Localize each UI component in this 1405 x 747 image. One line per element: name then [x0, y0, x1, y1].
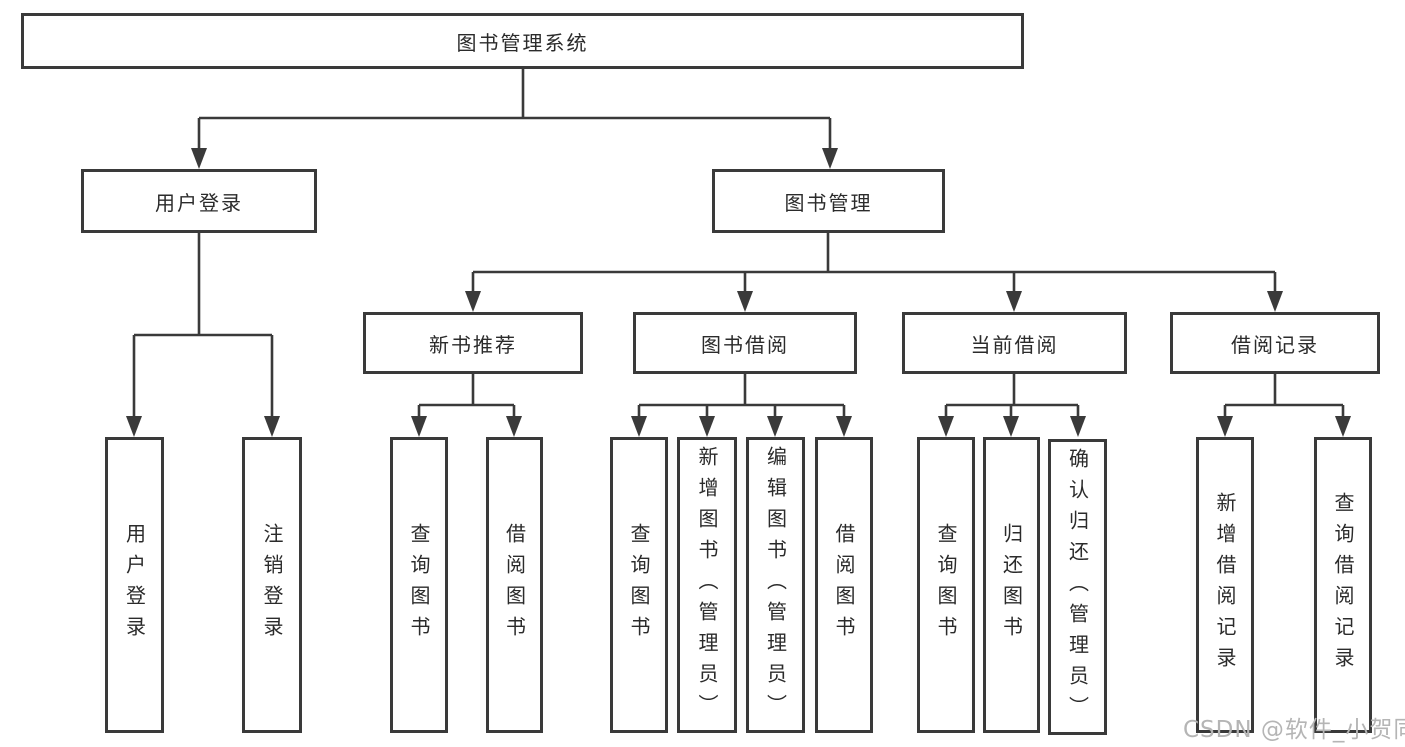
arrow-down-head: [822, 148, 838, 169]
node-book-borrow: 图书借阅: [633, 312, 857, 374]
node-library-management-system: 图书管理系统: [21, 13, 1024, 69]
line: [944, 374, 1080, 418]
leaf-return-book: 归还图书: [983, 437, 1040, 733]
node-label: 查询借阅记录: [1331, 492, 1355, 678]
arrow-down-head: [767, 416, 783, 437]
line: [637, 374, 846, 418]
node-label: 用户登录: [155, 190, 243, 215]
node-label: 借阅图书: [832, 523, 856, 647]
leaf-query-book: 查询图书: [390, 437, 448, 733]
connector-root-to-level2: [191, 69, 838, 169]
node-label: 借阅记录: [1231, 332, 1319, 357]
arrow-down-head: [699, 416, 715, 437]
leaf-query-borrow-record: 查询借阅记录: [1314, 437, 1372, 733]
leaf-user-login: 用户登录: [105, 437, 164, 733]
leaf-confirm-return-admin: 确认归还（管理员）: [1048, 439, 1107, 735]
node-label: 确认归还（管理员）: [1065, 447, 1090, 727]
node-label: 图书管理系统: [456, 30, 589, 55]
connector-book-mgmt-to-level3: [465, 233, 1283, 312]
node-label: 注销登录: [260, 523, 284, 647]
arrow-down-head: [465, 291, 481, 312]
arrow-down-head: [938, 416, 954, 437]
connector-current-borrow-to-leaves: [938, 374, 1086, 437]
node-label: 借阅图书: [502, 523, 527, 647]
arrow-down-head: [1003, 416, 1019, 437]
node-label: 查询图书: [627, 523, 651, 647]
node-label: 当前借阅: [970, 332, 1059, 357]
connector-user-login-to-leaves: [126, 233, 280, 437]
arrow-down-head: [191, 148, 207, 169]
leaf-borrow-book: 借阅图书: [486, 437, 543, 733]
node-label: 图书管理: [784, 190, 873, 215]
leaf-borrow-book: 借阅图书: [815, 437, 873, 733]
arrow-down-head: [1267, 291, 1283, 312]
node-label: 新增图书（管理员）: [695, 445, 719, 725]
csdn-watermark: CSDN @软件_小贺同学: [1183, 717, 1405, 743]
node-label: 查询图书: [934, 523, 958, 647]
arrow-down-head: [737, 291, 753, 312]
leaf-add-book-admin: 新增图书（管理员）: [677, 437, 737, 733]
arrow-down-head: [411, 416, 427, 437]
line: [197, 69, 832, 150]
arrow-down-head: [1006, 291, 1022, 312]
line: [417, 374, 516, 418]
node-label: 用户登录: [122, 523, 147, 647]
connector-book-borrow-to-leaves: [631, 374, 852, 437]
arrow-down-head: [506, 416, 522, 437]
leaf-query-book: 查询图书: [610, 437, 668, 733]
node-current-borrow: 当前借阅: [902, 312, 1127, 374]
node-book-management: 图书管理: [712, 169, 945, 233]
line: [471, 233, 1277, 293]
node-new-book-recommend: 新书推荐: [363, 312, 583, 374]
leaf-query-book: 查询图书: [917, 437, 975, 733]
arrow-down-head: [126, 416, 142, 437]
arrow-down-head: [1217, 416, 1233, 437]
node-label: 归还图书: [999, 523, 1024, 647]
line: [132, 233, 274, 418]
node-label: 新书推荐: [429, 332, 517, 357]
node-label: 图书借阅: [701, 332, 789, 357]
leaf-logout: 注销登录: [242, 437, 302, 733]
connector-borrow-record-to-leaves: [1217, 374, 1351, 437]
node-label: 查询图书: [407, 523, 431, 647]
arrow-down-head: [1070, 416, 1086, 437]
node-borrow-record: 借阅记录: [1170, 312, 1380, 374]
node-label: 新增借阅记录: [1213, 492, 1237, 678]
node-user-login: 用户登录: [81, 169, 317, 233]
arrow-down-head: [1335, 416, 1351, 437]
arrow-down-head: [631, 416, 647, 437]
leaf-add-borrow-record: 新增借阅记录: [1196, 437, 1254, 733]
connector-new-book-to-leaves: [411, 374, 522, 437]
arrow-down-head: [836, 416, 852, 437]
leaf-edit-book-admin: 编辑图书（管理员）: [746, 437, 805, 733]
node-label: 编辑图书（管理员）: [763, 445, 788, 725]
arrow-down-head: [264, 416, 280, 437]
line: [1223, 374, 1345, 418]
